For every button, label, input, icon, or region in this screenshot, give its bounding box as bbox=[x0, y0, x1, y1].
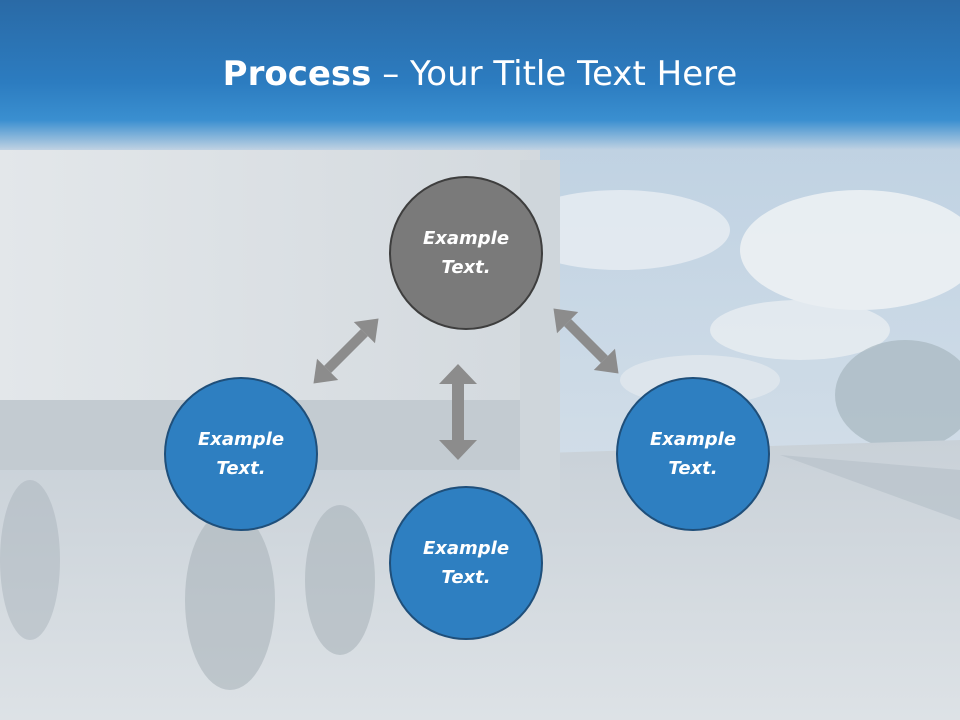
node-right-label: Example Text. bbox=[649, 429, 737, 479]
title-separator: – bbox=[371, 54, 411, 94]
title-bold: Process bbox=[222, 54, 372, 94]
node-left-label: Example Text. bbox=[197, 429, 285, 479]
arrow-vertical bbox=[439, 364, 477, 460]
node-bottom: Example Text. bbox=[389, 486, 543, 640]
arrow-top-right bbox=[553, 308, 619, 374]
node-right: Example Text. bbox=[616, 377, 770, 531]
node-top: Example Text. bbox=[389, 176, 543, 330]
title-rest: Your Title Text Here bbox=[410, 54, 738, 94]
node-bottom-label: Example Text. bbox=[422, 538, 510, 588]
title-bar bbox=[0, 0, 960, 150]
node-top-label: Example Text. bbox=[422, 228, 510, 278]
arrow-top-left bbox=[313, 318, 379, 384]
node-left: Example Text. bbox=[164, 377, 318, 531]
slide-title: Process – Your Title Text Here bbox=[0, 52, 960, 96]
